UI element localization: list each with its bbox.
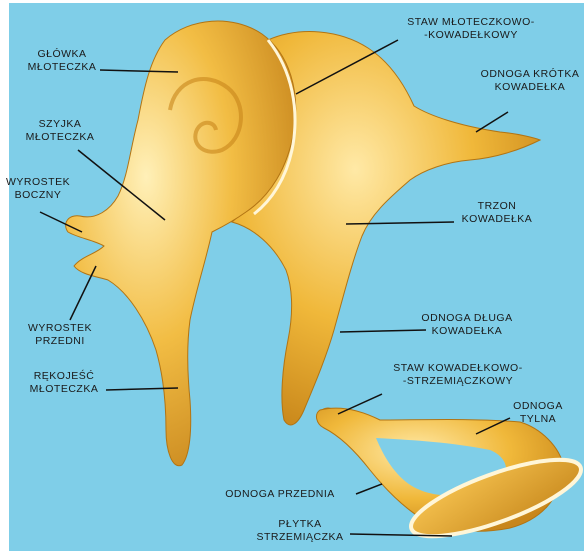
label-trzon-kowadelka: TRZON KOWADEŁKA: [452, 200, 542, 226]
leader-wyrostek-przedni: [70, 266, 96, 320]
label-odnoga-krotka-line1: ODNOGA KRÓTKA: [474, 68, 586, 81]
label-plytka-line1: PŁYTKA: [250, 518, 350, 531]
label-staw-ks-line1: STAW KOWADEŁKOWO-: [384, 362, 532, 375]
label-staw-mloteczkowo-kowadelkowy: STAW MŁOTECZKOWO- -KOWADEŁKOWY: [396, 16, 546, 42]
leader-odnoga-przednia: [356, 484, 382, 494]
leader-staw-ks: [338, 394, 382, 414]
label-odnoga-krotka-kowadelka: ODNOGA KRÓTKA KOWADEŁKA: [474, 68, 586, 94]
label-odnoga-dluga-line2: KOWADEŁKA: [412, 325, 522, 338]
label-szyjka-mloteczka: SZYJKA MŁOTECZKA: [20, 118, 100, 144]
label-rekojesc-mloteczka: RĘKOJEŚĆ MŁOTECZKA: [20, 370, 108, 396]
label-wyrostek-przedni-line2: PRZEDNI: [20, 335, 100, 348]
label-szyjka-line1: SZYJKA: [20, 118, 100, 131]
label-odnoga-przednia-line1: ODNOGA PRZEDNIA: [204, 488, 356, 501]
label-rekojesc-line1: RĘKOJEŚĆ: [20, 370, 108, 383]
label-odnoga-tylna: ODNOGA TYLNA: [506, 400, 570, 426]
label-odnoga-tylna-line1: ODNOGA: [506, 400, 570, 413]
label-plytka-line2: STRZEMIĄCZKA: [250, 531, 350, 544]
label-staw-mk-line2: -KOWADEŁKOWY: [396, 29, 546, 42]
label-trzon-line1: TRZON: [452, 200, 542, 213]
label-wyrostek-boczny: WYROSTEK BOCZNY: [6, 176, 70, 202]
label-odnoga-przednia: ODNOGA PRZEDNIA: [204, 488, 356, 501]
label-glowka-mloteczka: GŁÓWKA MŁOTECZKA: [22, 48, 102, 74]
label-szyjka-line2: MŁOTECZKA: [20, 131, 100, 144]
label-glowka-line2: MŁOTECZKA: [22, 61, 102, 74]
label-wyrostek-boczny-line1: WYROSTEK: [6, 176, 70, 189]
label-rekojesc-line2: MŁOTECZKA: [20, 383, 108, 396]
label-plytka-strzemiaczka: PŁYTKA STRZEMIĄCZKA: [250, 518, 350, 544]
label-glowka-line1: GŁÓWKA: [22, 48, 102, 61]
label-trzon-line2: KOWADEŁKA: [452, 213, 542, 226]
label-wyrostek-boczny-line2: BOCZNY: [6, 189, 70, 202]
leader-odnoga-krotka: [476, 112, 508, 132]
label-staw-mk-line1: STAW MŁOTECZKOWO-: [396, 16, 546, 29]
label-wyrostek-przedni: WYROSTEK PRZEDNI: [20, 322, 100, 348]
label-staw-ks-line2: -STRZEMIĄCZKOWY: [384, 375, 532, 388]
label-odnoga-dluga-kowadelka: ODNOGA DŁUGA KOWADEŁKA: [412, 312, 522, 338]
label-odnoga-tylna-line2: TYLNA: [506, 413, 570, 426]
label-odnoga-krotka-line2: KOWADEŁKA: [474, 81, 586, 94]
label-wyrostek-przedni-line1: WYROSTEK: [20, 322, 100, 335]
label-staw-kowadelkowo-strzemiaczkowy: STAW KOWADEŁKOWO- -STRZEMIĄCZKOWY: [384, 362, 532, 388]
label-odnoga-dluga-line1: ODNOGA DŁUGA: [412, 312, 522, 325]
